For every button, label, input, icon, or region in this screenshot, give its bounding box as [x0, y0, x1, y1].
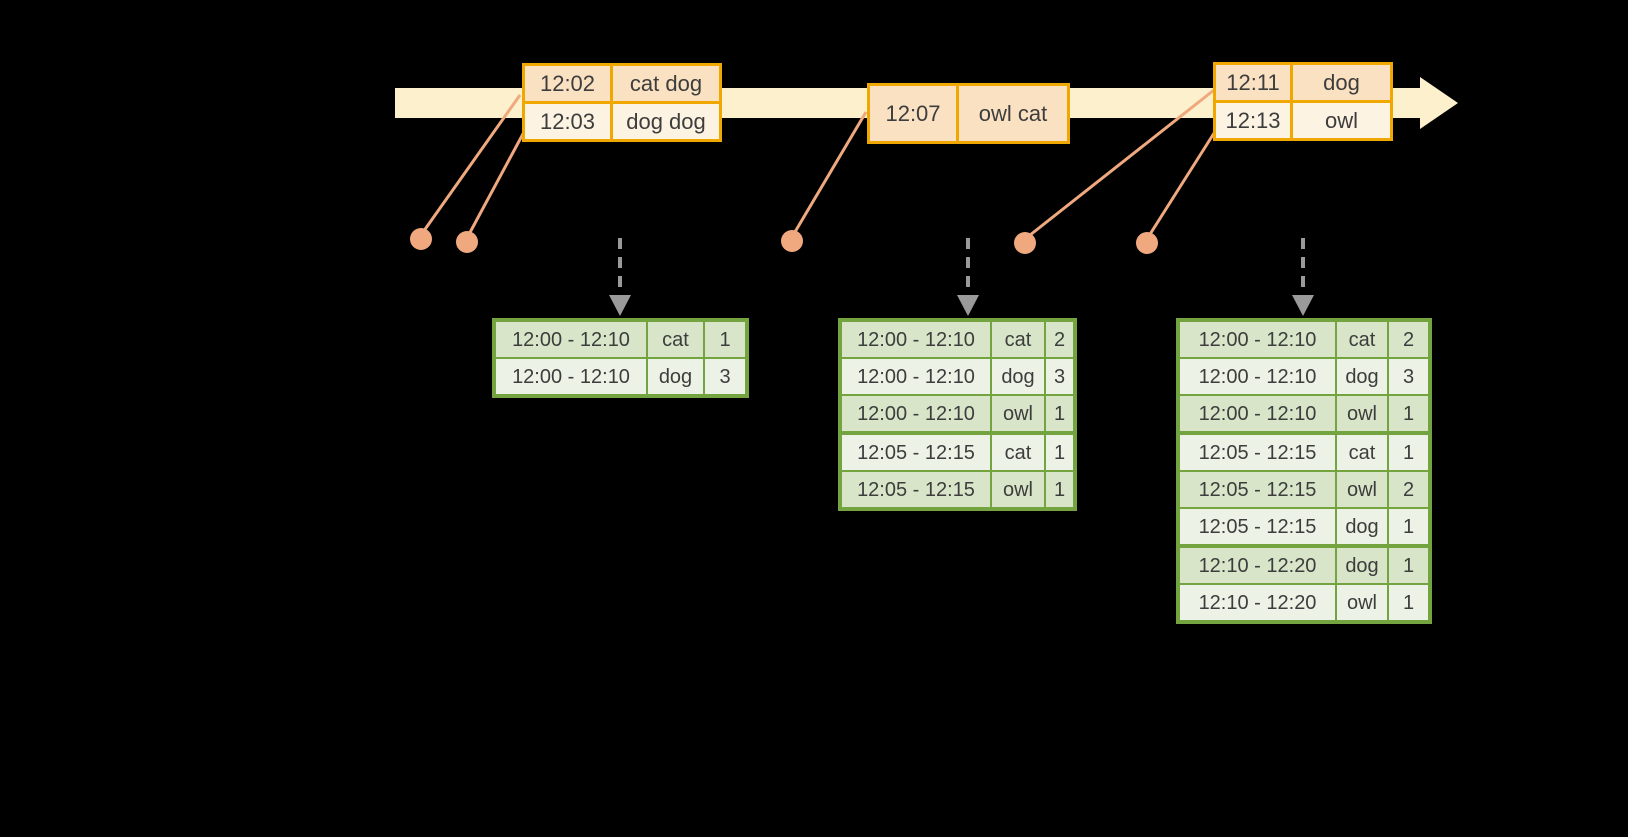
result-word-cell: cat [1337, 435, 1387, 470]
event-words-cell: cat dog [613, 66, 719, 101]
event-connector-lines [419, 88, 1218, 241]
result-word-cell: owl [992, 396, 1044, 431]
result-word-cell: dog [1337, 548, 1387, 583]
result-count-cell: 1 [1389, 548, 1428, 583]
result-word-cell: dog [1337, 359, 1387, 394]
result-word-cell: owl [1337, 585, 1387, 620]
result-count-cell: 1 [1046, 396, 1073, 431]
result-window-cell: 12:00 - 12:10 [1180, 359, 1335, 394]
result-word-cell: dog [1337, 509, 1387, 544]
event-dot [456, 231, 478, 253]
result-window-cell: 12:00 - 12:10 [842, 359, 990, 394]
event-time-cell: 12:07 [870, 86, 956, 141]
result-count-cell: 1 [1389, 435, 1428, 470]
result-window-cell: 12:05 - 12:15 [1180, 472, 1335, 507]
result-count-cell: 3 [1389, 359, 1428, 394]
result-word-cell: dog [992, 359, 1044, 394]
result-window-cell: 12:05 - 12:15 [1180, 435, 1335, 470]
connector-line [465, 131, 526, 239]
result-count-cell: 1 [1389, 396, 1428, 431]
result-count-cell: 1 [1046, 472, 1073, 507]
trigger-arrowhead-icon [1292, 295, 1314, 316]
result-window-cell: 12:10 - 12:20 [1180, 548, 1335, 583]
connector-line [1145, 129, 1218, 240]
trigger-arrows [618, 238, 1305, 296]
result-window-cell: 12:00 - 12:10 [496, 359, 646, 394]
result-word-cell: dog [648, 359, 703, 394]
result-window-cell: 12:05 - 12:15 [842, 435, 990, 470]
connector-line [1024, 88, 1215, 241]
event-words-cell: owl [1293, 103, 1390, 138]
timeline-arrow [1420, 77, 1458, 129]
result-word-cell: owl [1337, 396, 1387, 431]
result-word-cell: cat [992, 322, 1044, 357]
result-word-cell: owl [1337, 472, 1387, 507]
result-word-cell: cat [648, 322, 703, 357]
event-dot [781, 230, 803, 252]
event-words-cell: dog [1293, 65, 1390, 100]
result-word-cell: owl [992, 472, 1044, 507]
result-window-cell: 12:00 - 12:10 [1180, 396, 1335, 431]
trigger-arrowheads [609, 295, 1314, 316]
result-window-cell: 12:05 - 12:15 [1180, 509, 1335, 544]
event-time-cell: 12:02 [525, 66, 610, 101]
event-dot [1136, 232, 1158, 254]
event-words-cell: dog dog [613, 104, 719, 139]
result-window-cell: 12:10 - 12:20 [1180, 585, 1335, 620]
connector-line [419, 94, 522, 236]
result-window-cell: 12:00 - 12:10 [842, 322, 990, 357]
result-count-cell: 1 [1046, 435, 1073, 470]
result-count-cell: 1 [705, 322, 745, 357]
connector-line [790, 111, 868, 238]
result-window-cell: 12:05 - 12:15 [842, 472, 990, 507]
result-window-cell: 12:00 - 12:10 [1180, 322, 1335, 357]
result-count-cell: 3 [705, 359, 745, 394]
result-count-cell: 2 [1389, 322, 1428, 357]
result-count-cell: 1 [1389, 585, 1428, 620]
result-word-cell: cat [1337, 322, 1387, 357]
result-count-cell: 2 [1389, 472, 1428, 507]
event-time-cell: 12:13 [1216, 103, 1290, 138]
event-time-cell: 12:03 [525, 104, 610, 139]
result-count-cell: 3 [1046, 359, 1073, 394]
event-dot [1014, 232, 1036, 254]
result-word-cell: cat [992, 435, 1044, 470]
event-words-cell: owl cat [959, 86, 1067, 141]
trigger-arrowhead-icon [957, 295, 979, 316]
event-time-cell: 12:11 [1216, 65, 1290, 100]
result-window-cell: 12:00 - 12:10 [496, 322, 646, 357]
event-dot [410, 228, 432, 250]
result-window-cell: 12:00 - 12:10 [842, 396, 990, 431]
result-count-cell: 1 [1389, 509, 1428, 544]
event-dots [410, 228, 1158, 254]
trigger-arrowhead-icon [609, 295, 631, 316]
result-count-cell: 2 [1046, 322, 1073, 357]
